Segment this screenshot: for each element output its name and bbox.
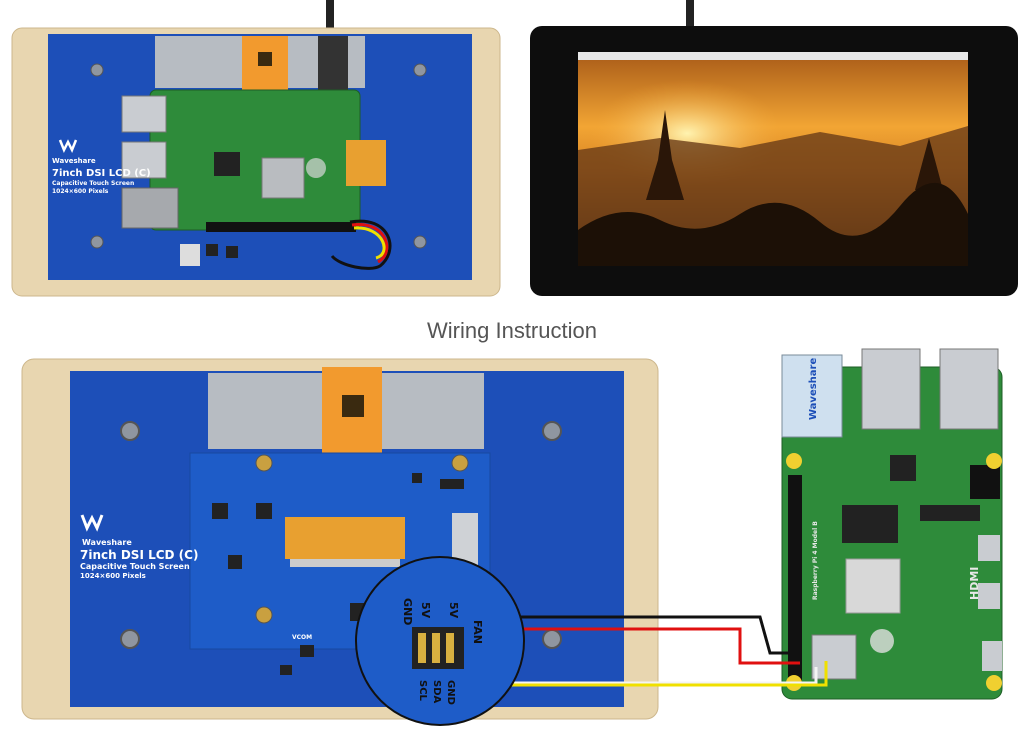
bottom-board-subtitle: Capacitive Touch Screen (80, 562, 190, 571)
top-board-brand: Waveshare (52, 157, 96, 165)
top-board-subtitle: Capacitive Touch Screen (52, 180, 135, 187)
pin-gnd2-label: GND (445, 680, 456, 705)
vcom-label: VCOM (292, 634, 313, 641)
wiring-instruction-caption: Wiring Instruction (427, 318, 597, 343)
bottom-board-resolution: 1024×600 Pixels (80, 572, 146, 580)
pin-scl-label: SCL (417, 680, 428, 701)
screen-back-with-pi-photo (11, 0, 501, 297)
screen-front-landscape-photo (530, 0, 1018, 296)
pin-gnd-label: GND (401, 598, 414, 626)
pin-5v-label-b: 5V (447, 602, 460, 619)
wiring-diagram-photo (21, 348, 1003, 726)
pin-sda-label: SDA (431, 680, 442, 704)
pin-5v-label-a: 5V (419, 602, 432, 619)
pin-fan-label: FAN (471, 620, 484, 644)
top-board-resolution: 1024×600 Pixels (52, 188, 109, 195)
pi-hdmi-label: HDMI (968, 566, 981, 600)
pi-brand-text: Raspberry Pi 4 Model B (812, 521, 819, 600)
bottom-board-brand: Waveshare (82, 538, 132, 547)
bottom-board-title: 7inch DSI LCD (C) (80, 548, 199, 562)
pi-side-label: Waveshare (808, 357, 819, 420)
top-board-title: 7inch DSI LCD (C) (52, 168, 151, 179)
